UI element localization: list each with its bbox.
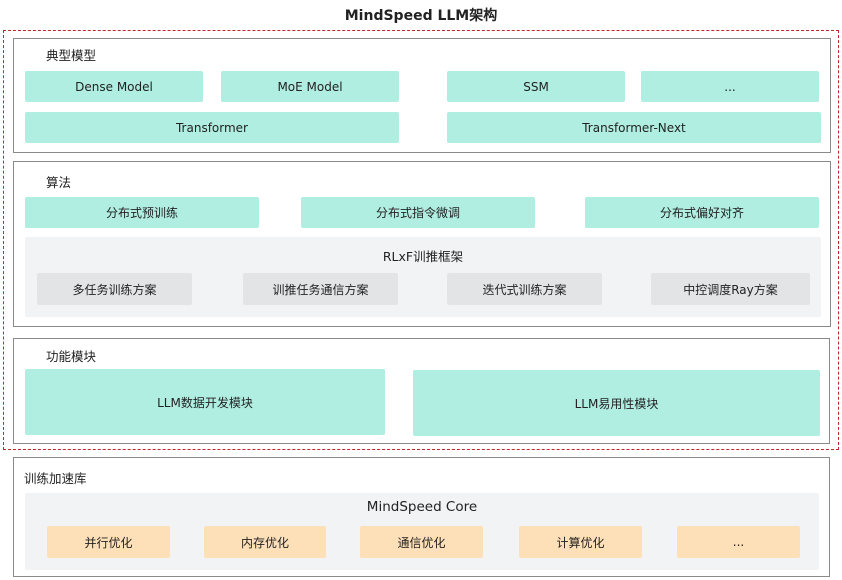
rlxf-box-ray: 中控调度Ray方案 <box>651 273 810 305</box>
core-box-communication: 通信优化 <box>360 526 483 558</box>
core-box-memory: 内存优化 <box>204 526 326 558</box>
model-box-transformer-next: Transformer-Next <box>447 112 821 143</box>
core-panel-label: MindSpeed Core <box>366 499 478 515</box>
algorithms-section-label: 算法 <box>46 175 72 190</box>
function-box-usability: LLM易用性模块 <box>413 370 820 436</box>
model-box-moe: MoE Model <box>221 71 399 102</box>
model-box-transformer: Transformer <box>25 112 399 143</box>
algo-box-pretrain: 分布式预训练 <box>25 197 259 228</box>
core-box-more: ... <box>677 526 800 558</box>
rlxf-box-communication: 训推任务通信方案 <box>243 273 398 305</box>
algo-box-alignment: 分布式偏好对齐 <box>585 197 819 228</box>
rlxf-panel-label: RLxF训推框架 <box>382 249 464 264</box>
core-box-compute: 计算优化 <box>519 526 642 558</box>
diagram-title: MindSpeed LLM架构 <box>344 8 498 24</box>
model-box-more: ... <box>641 71 819 102</box>
core-box-parallel: 并行优化 <box>47 526 170 558</box>
functions-section-label: 功能模块 <box>46 349 97 364</box>
algo-box-finetune: 分布式指令微调 <box>301 197 535 228</box>
model-box-ssm: SSM <box>447 71 625 102</box>
model-box-dense: Dense Model <box>25 71 203 102</box>
acceleration-section-label: 训练加速库 <box>24 471 87 486</box>
function-box-data: LLM数据开发模块 <box>25 369 385 435</box>
rlxf-box-iterative: 迭代式训练方案 <box>447 273 602 305</box>
llm-scope-boundary <box>3 30 839 450</box>
models-section-label: 典型模型 <box>46 48 97 63</box>
rlxf-box-multitask: 多任务训练方案 <box>37 273 192 305</box>
